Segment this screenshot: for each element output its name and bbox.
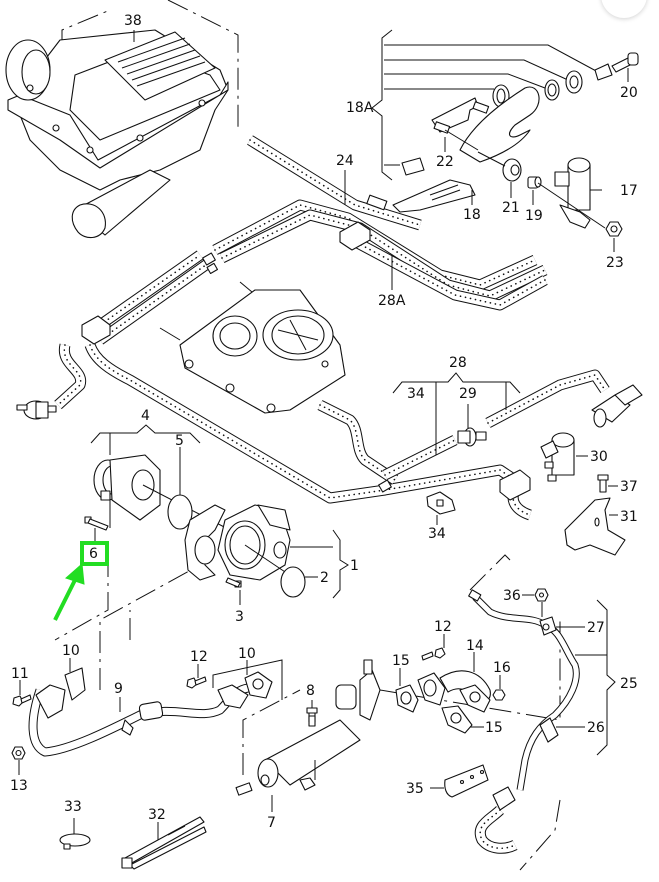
bolt-11-icon: [12, 694, 32, 707]
stud-22-icon: [433, 101, 490, 151]
nut-16-icon: [492, 689, 506, 701]
heat-shield-35-icon: [444, 764, 489, 798]
callout-18[interactable]: 18: [463, 207, 481, 223]
egr-pipe-14-icon: [417, 670, 491, 713]
callout-18A[interactable]: 18A: [346, 100, 374, 116]
hose-clamp-33-icon: [59, 833, 91, 850]
callout-30[interactable]: 30: [590, 449, 608, 465]
callout-6[interactable]: 6: [89, 546, 98, 562]
bolt-20-icon: [594, 52, 639, 81]
nut-36-icon: [534, 588, 549, 617]
flange-10-icon: [212, 659, 283, 709]
nut-13-icon: [11, 746, 26, 760]
egr-valve-icon: [184, 504, 333, 583]
gasket-2-icon: [280, 566, 306, 598]
clip-34-icon: [426, 491, 456, 515]
bolt-3-icon: [225, 577, 242, 588]
group-bracket-28: [392, 372, 521, 455]
callout-36[interactable]: 36: [503, 588, 521, 604]
vacuum-hose-icon: [54, 135, 610, 521]
bracket-31-icon: [564, 497, 626, 556]
coolant-hose-icon: [474, 805, 518, 854]
vacuum-check-valve-icon: [16, 400, 57, 420]
highlight-box: [80, 541, 109, 566]
callout-35[interactable]: 35: [406, 781, 424, 797]
solenoid-valve-icon: [537, 157, 606, 229]
connector-pipe-icon: [591, 384, 643, 428]
throttle-body-icon: [93, 454, 231, 531]
callout-27[interactable]: 27: [587, 620, 605, 636]
callout-1[interactable]: 1: [350, 558, 359, 574]
gasket-15b-icon: [441, 705, 473, 734]
air-filter-housing-icon: [5, 29, 229, 239]
callout-26[interactable]: 26: [587, 720, 605, 736]
nut-23-icon: [605, 221, 623, 237]
callout-15-bottom[interactable]: 15: [485, 720, 503, 736]
callout-37[interactable]: 37: [620, 479, 638, 495]
callout-7[interactable]: 7: [267, 815, 276, 831]
damper-21-icon: [477, 151, 522, 182]
callout-23[interactable]: 23: [606, 255, 624, 271]
callout-9[interactable]: 9: [114, 681, 123, 697]
check-valve-29-icon: [457, 427, 487, 447]
bolt-6-icon: [84, 500, 111, 531]
bracket-plate-icon: [431, 86, 540, 163]
callout-5[interactable]: 5: [175, 433, 184, 449]
callout-19[interactable]: 19: [525, 208, 543, 224]
callout-14[interactable]: 14: [466, 638, 484, 654]
callout-34-bottom[interactable]: 34: [428, 526, 446, 542]
cylinder-head-cover-icon: [159, 281, 346, 414]
bushing-19-icon: [527, 176, 542, 189]
callout-4[interactable]: 4: [141, 408, 150, 424]
gasket-15-icon: [395, 684, 419, 713]
callout-34-top[interactable]: 34: [407, 386, 425, 402]
callout-38[interactable]: 38: [124, 13, 142, 29]
callout-24[interactable]: 24: [336, 153, 354, 169]
coolant-pipe-icon: [468, 589, 580, 811]
callout-12-left[interactable]: 12: [190, 649, 208, 665]
callout-33[interactable]: 33: [64, 799, 82, 815]
callout-3[interactable]: 3: [235, 609, 244, 625]
callout-2[interactable]: 2: [320, 570, 329, 586]
cable-tie-32-icon: [121, 816, 207, 870]
bolt-12b-icon: [421, 647, 446, 661]
callout-28[interactable]: 28: [449, 355, 467, 371]
pressure-converter-icon: [540, 432, 588, 482]
clip-18-icon: [392, 179, 476, 213]
callout-21[interactable]: 21: [502, 200, 520, 216]
callout-25[interactable]: 25: [620, 676, 638, 692]
callout-20[interactable]: 20: [620, 85, 638, 101]
callout-10-right[interactable]: 10: [238, 646, 256, 662]
o-ring-5-icon: [167, 494, 193, 530]
callout-16[interactable]: 16: [493, 660, 511, 676]
callout-10-left[interactable]: 10: [62, 643, 80, 659]
egr-cooler-icon: [235, 659, 381, 796]
callout-12-right[interactable]: 12: [434, 619, 452, 635]
callout-32[interactable]: 32: [148, 807, 166, 823]
group-leader-lines: [54, 0, 561, 871]
callout-31[interactable]: 31: [620, 509, 638, 525]
callout-8-left[interactable]: 8: [306, 683, 315, 699]
callout-11[interactable]: 11: [11, 666, 29, 682]
highlight-arrow-icon: [53, 562, 85, 621]
bracket-group-18A: [371, 29, 599, 181]
callout-28A[interactable]: 28A: [378, 293, 406, 309]
bolt-8b-icon: [308, 715, 316, 727]
bolt-12-icon: [186, 676, 207, 689]
bolt-37-icon: [597, 474, 618, 493]
floating-action-button[interactable]: [601, 0, 647, 18]
group-bracket-1: [332, 529, 349, 599]
callout-17[interactable]: 17: [620, 183, 638, 199]
connecting-pipe-icon: [28, 667, 250, 757]
grommet-icon: [401, 157, 425, 176]
group-bracket-4: [90, 424, 201, 500]
group-bracket-25: [575, 599, 616, 756]
callout-13[interactable]: 13: [10, 778, 28, 794]
callout-15-top[interactable]: 15: [392, 653, 410, 669]
callout-22[interactable]: 22: [436, 154, 454, 170]
callout-29[interactable]: 29: [459, 386, 477, 402]
